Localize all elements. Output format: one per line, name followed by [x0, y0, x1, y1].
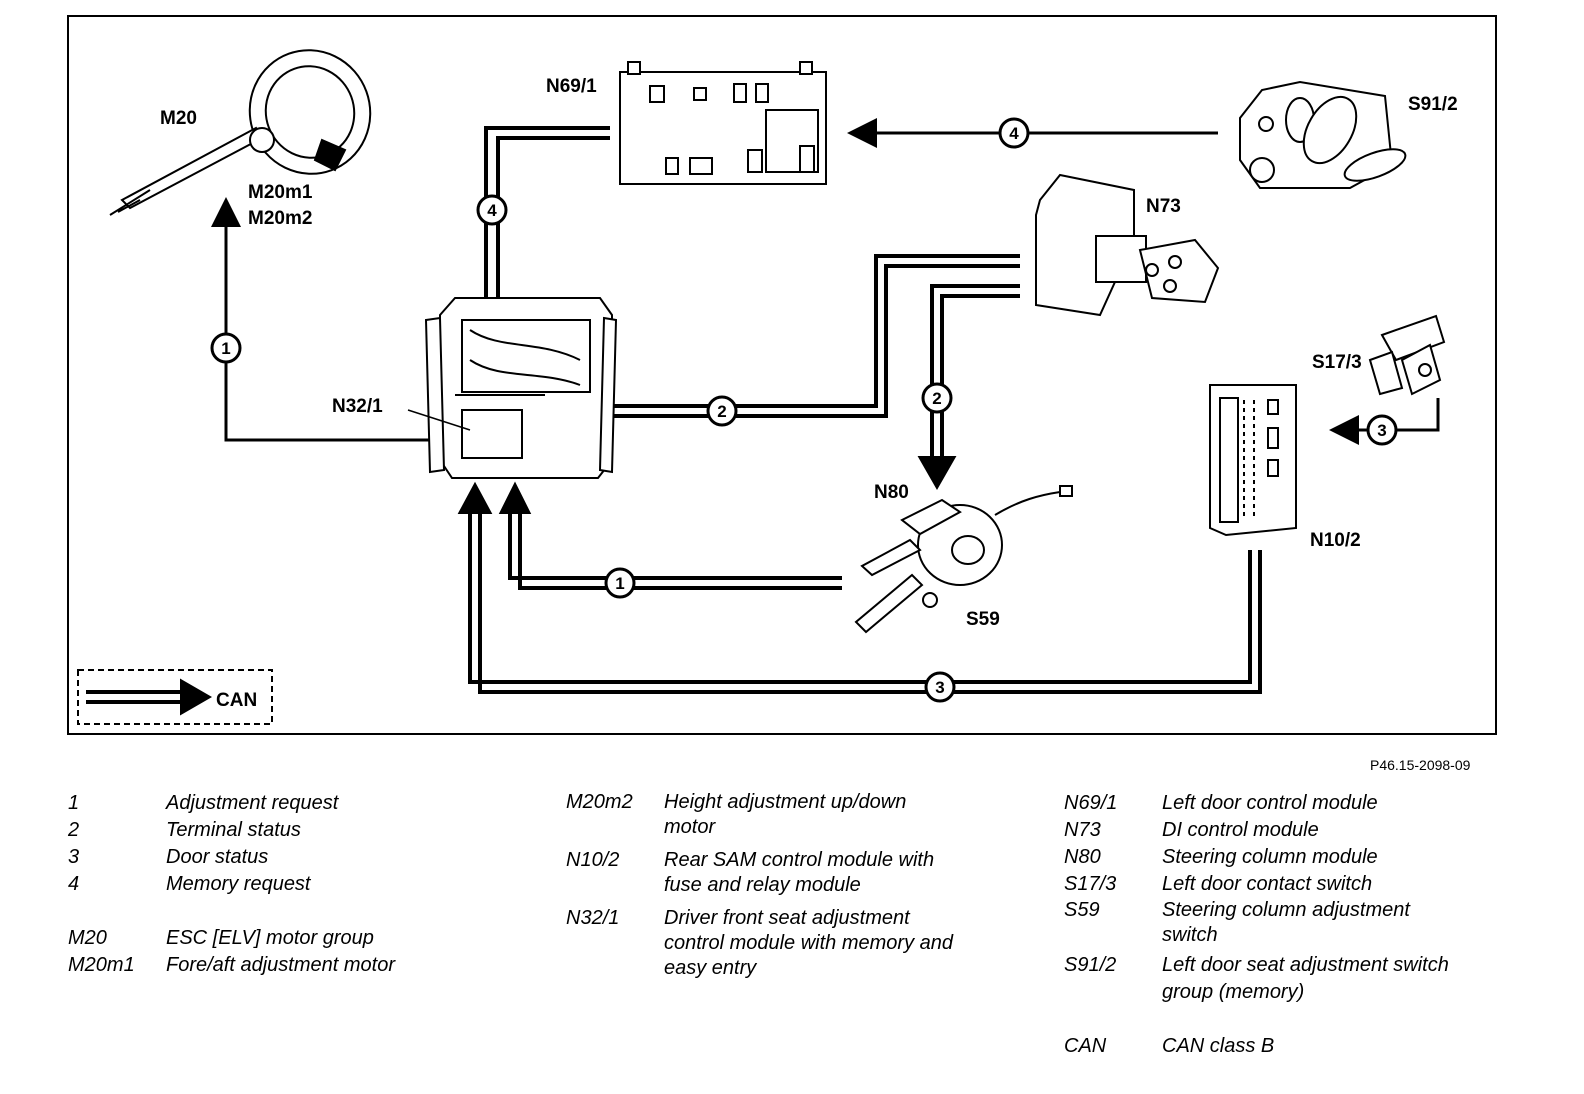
legend-code: N69/1 — [1064, 792, 1118, 814]
legend-desc: Door status — [166, 846, 269, 868]
signal-marker-4-top: 4 — [998, 117, 1030, 149]
legend-desc: Steering column module — [1162, 846, 1378, 868]
legend-code: S91/2 — [1064, 954, 1117, 976]
label-n80: N80 — [874, 482, 909, 503]
di-control-module-n73-drawing — [1035, 173, 1220, 317]
can-bus-1-horizontal — [498, 481, 842, 590]
door-contact-switch-s17-drawing — [1368, 314, 1446, 396]
label-n73: N73 — [1146, 196, 1181, 217]
label-can: CAN — [216, 690, 257, 711]
legend-desc: Left door control module — [1162, 792, 1378, 814]
signal-marker-2-left: 2 — [706, 395, 738, 427]
legend-code: S17/3 — [1064, 873, 1117, 895]
legend-desc: Adjustment request — [166, 792, 339, 814]
legend-code: N73 — [1064, 819, 1101, 841]
label-s91-2: S91/2 — [1408, 94, 1458, 115]
legend-column-1: 1 Adjustment request 2 Terminal status 3 Do… — [68, 790, 395, 979]
svg-text:3: 3 — [935, 678, 944, 697]
legend-code: M20m2 — [566, 791, 633, 813]
legend-code: 1 — [68, 792, 80, 814]
svg-text:4: 4 — [1009, 124, 1019, 143]
legend-item: N69/1 Left door control module — [1064, 790, 1449, 817]
legend-item: N73 DI control module — [1064, 817, 1449, 844]
signal-marker-1-top: 1 — [210, 332, 242, 364]
legend-code: M20m1 — [68, 954, 135, 976]
legend-item: 3 Door status — [68, 844, 395, 871]
legend-code: S59 — [1064, 899, 1100, 921]
legend-desc: Fore/aft adjustment motor — [166, 954, 395, 976]
legend-desc: Left door contact switch — [1162, 873, 1373, 895]
label-n69-1: N69/1 — [546, 76, 597, 97]
n32-leader-line — [407, 409, 471, 431]
legend-code: N80 — [1064, 846, 1101, 868]
svg-text:3: 3 — [1377, 421, 1386, 440]
signal-marker-3-right: 3 — [1366, 414, 1398, 446]
svg-text:4: 4 — [487, 201, 497, 220]
diagram-frame — [67, 15, 1497, 735]
can-legend-arrow — [86, 678, 213, 716]
label-s17-3: S17/3 — [1312, 352, 1362, 373]
can-legend-box — [77, 669, 273, 725]
figure-reference: P46.15-2098-09 — [1370, 757, 1471, 773]
signal-marker-3-bottom: 3 — [924, 671, 956, 703]
signal-marker-4-left: 4 — [476, 194, 508, 226]
seat-switch-group-s91-drawing — [1239, 80, 1407, 189]
can-bus-3-horizontal — [457, 481, 1262, 694]
legend-desc: Terminal status — [166, 819, 301, 841]
svg-text:1: 1 — [615, 574, 624, 593]
wiring-diagram: M20 M20m1 M20m2 N69/1 S91/2 N73 N32/1 S1… — [67, 15, 1497, 735]
rear-sam-module-n10-drawing — [1209, 384, 1297, 537]
legend-item: 4 Memory request — [68, 871, 395, 898]
legend-item: M20 ESC [ELV] motor group — [68, 925, 395, 952]
svg-text:2: 2 — [717, 402, 726, 421]
label-m20: M20 — [160, 108, 197, 129]
legend-item: S17/3 Left door contact switch — [1064, 871, 1449, 898]
signal-marker-2-right: 2 — [921, 382, 953, 414]
legend-code: 2 — [68, 819, 80, 841]
legend-code: M20 — [68, 927, 107, 949]
legend-code: N32/1 — [566, 907, 620, 929]
legend-column-3: N69/1 Left door control module N73 DI cont… — [1064, 790, 1449, 1060]
legend-desc: Memory request — [166, 873, 311, 895]
svg-text:1: 1 — [221, 339, 230, 358]
legend-item: 2 Terminal status — [68, 817, 395, 844]
label-n10-2: N10/2 — [1310, 530, 1361, 551]
legend-desc: CAN class B — [1162, 1035, 1275, 1057]
signal-marker-1-bottom: 1 — [604, 567, 636, 599]
signal-line-1-m20 — [211, 197, 432, 442]
legend-item: 1 Adjustment request — [68, 790, 395, 817]
legend-item: N80 Steering column module — [1064, 844, 1449, 871]
label-s59: S59 — [966, 609, 1000, 630]
seat-module-n32-drawing — [424, 297, 618, 479]
legend-desc: ESC [ELV] motor group — [166, 927, 374, 949]
label-n32-1: N32/1 — [332, 396, 383, 417]
legend-item: CAN CAN class B — [1064, 1033, 1449, 1060]
steering-module-n80-drawing — [854, 485, 1073, 634]
legend-item: M20m1 Fore/aft adjustment motor — [68, 952, 395, 979]
legend-code: CAN — [1064, 1035, 1107, 1057]
svg-text:2: 2 — [932, 389, 941, 408]
legend-desc: DI control module — [1162, 819, 1319, 841]
steering-column-m20-drawing — [109, 49, 372, 216]
label-m20m1: M20m1 — [248, 182, 313, 203]
label-m20m2: M20m2 — [248, 208, 312, 229]
door-control-module-n69-drawing — [619, 61, 827, 185]
legend-code: 3 — [68, 846, 80, 868]
legend-code: 4 — [68, 873, 80, 895]
legend-code: N10/2 — [566, 849, 620, 871]
